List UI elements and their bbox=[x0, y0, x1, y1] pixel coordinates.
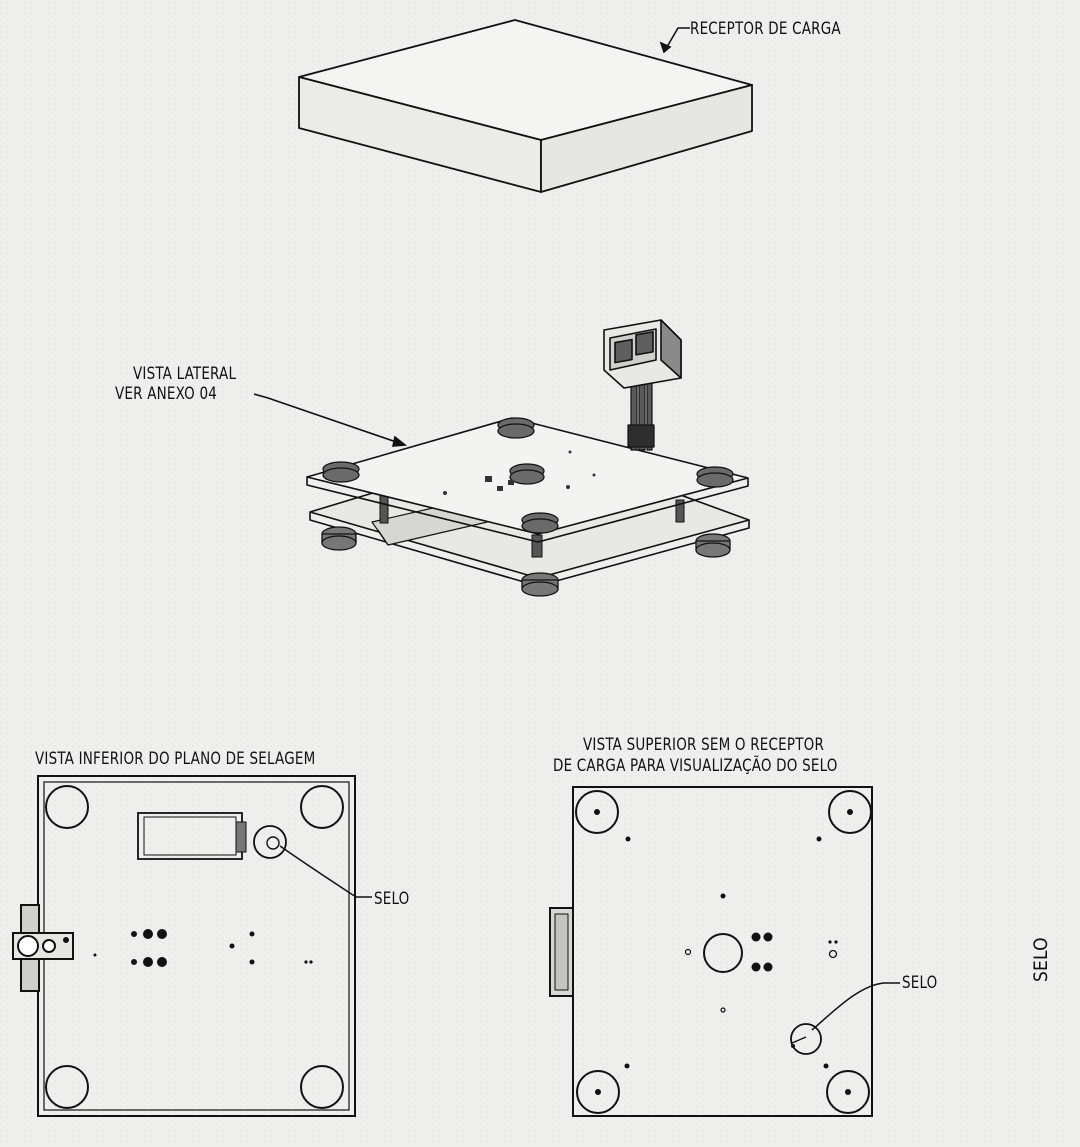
indicator-column bbox=[627, 377, 655, 451]
bottom-view-plate bbox=[12, 775, 356, 1117]
label-vista-superior-2: DE CARGA PARA VISUALIZAÇÃO DO SELO bbox=[553, 755, 838, 776]
bottom-view-holes bbox=[93, 929, 313, 967]
top-view-plate bbox=[549, 786, 873, 1117]
label-selo-superior: SELO bbox=[902, 972, 938, 993]
load-receptor-box bbox=[298, 19, 753, 193]
label-vista-lateral: VISTA LATERAL bbox=[133, 363, 237, 384]
label-vista-superior-1: VISTA SUPERIOR SEM O RECEPTOR bbox=[583, 734, 825, 755]
selo-leader-inferior bbox=[279, 845, 372, 898]
top-view-holes bbox=[594, 809, 853, 1095]
label-receptor-de-carga: RECEPTOR DE CARGA bbox=[690, 18, 841, 39]
lateral-view-leader bbox=[253, 393, 408, 447]
label-ver-anexo: VER ANEXO 04 bbox=[115, 383, 218, 404]
scale-platform-isometric bbox=[306, 319, 750, 597]
label-selo-inferior: SELO bbox=[374, 888, 410, 909]
label-selo-side: SELO bbox=[1030, 937, 1052, 982]
selo-leader-superior bbox=[811, 982, 900, 1031]
indicator-display bbox=[603, 319, 682, 389]
label-vista-inferior: VISTA INFERIOR DO PLANO DE SELAGEM bbox=[35, 748, 316, 769]
receptor-leader-line bbox=[659, 27, 690, 54]
